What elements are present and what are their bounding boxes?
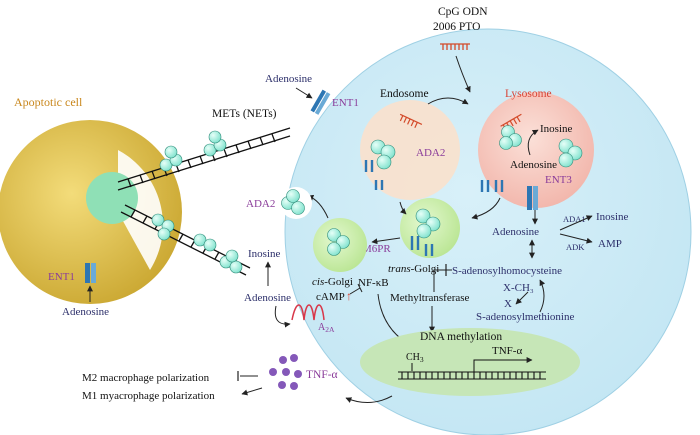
- arrow-sam-to-sah-cycle: [539, 279, 546, 313]
- mets-label: METs (NETs): [212, 108, 277, 120]
- arrow-trans-to-cis-golgi: [371, 237, 401, 245]
- ent1-transporter-top: [310, 89, 331, 115]
- arrow-xch3-to-x: [515, 291, 529, 305]
- ada1-label: ADA1: [563, 214, 586, 224]
- lysosome-ada2-cluster-right: [558, 138, 583, 168]
- adenosine-left-label: Adenosine: [62, 306, 109, 318]
- apoptotic-nucleus: [86, 172, 138, 224]
- a2a-label: A2A: [318, 322, 335, 334]
- m6pr-label: M6PR: [362, 243, 391, 255]
- arrow-endosome-to-trans-golgi: [399, 201, 407, 215]
- xch3-label: X-CH₃: [503, 282, 534, 294]
- adenosine-top-label: Adenosine: [265, 73, 312, 85]
- inhibit-camp-nfkb: [349, 283, 363, 295]
- lysosome-ada2-cluster-left: [499, 125, 522, 150]
- nuclear-dna: [398, 371, 546, 380]
- arrow-adenosine-to-a2a: [274, 305, 291, 328]
- arrow-endosome-to-lysosome: [427, 97, 469, 105]
- apoptotic-cell-label: Apoptotic cell: [14, 95, 83, 109]
- trans-golgi-receptors: [410, 236, 434, 256]
- adk-label: ADK: [566, 242, 585, 252]
- trans-golgi-ada2-cluster: [415, 208, 441, 239]
- ada2-endosome-label: ADA2: [416, 147, 445, 159]
- ent1-top-label: ENT1: [332, 97, 359, 109]
- dna-methylation-label: DNA methylation: [420, 331, 502, 343]
- inosine-right-label: Inosine: [596, 211, 629, 223]
- endosome-cpg-icon: [399, 113, 423, 128]
- cis-golgi-label: cis-Golgi: [312, 276, 353, 288]
- inosine-lysosome-label: Inosine: [540, 123, 573, 135]
- arrow-nucleus-to-tnf: [345, 395, 393, 403]
- ent3-transporter: [527, 186, 538, 210]
- arrow-adenosine-to-inosine-right: [559, 215, 593, 231]
- arrow-adenosine-to-inosine-lysosome: [527, 129, 539, 156]
- arrow-lysosome-to-trans-golgi: [471, 197, 501, 220]
- cpg-odn-icon: [440, 43, 470, 50]
- arrow-adenosine-to-amp: [559, 233, 593, 244]
- inosine-left-label: Inosine: [248, 248, 281, 260]
- met-dna-strand-upper: [117, 127, 291, 191]
- arrow-to-m1: [241, 387, 263, 396]
- endosome-label: Endosome: [380, 88, 429, 100]
- x-label: X: [504, 298, 512, 310]
- endosome: [360, 100, 460, 200]
- camp-label: cAMP: [316, 291, 345, 303]
- amp-label: AMP: [598, 238, 622, 250]
- ch3-label: CH3: [406, 352, 424, 364]
- camp-up-arrow-icon: ↑: [346, 289, 352, 303]
- cpg-odn-label: CpG ODN: [438, 6, 488, 18]
- secreted-ada2-cluster: [281, 189, 305, 215]
- endosome-ada2-cluster: [370, 139, 396, 170]
- tnf-alpha-molecules: [269, 354, 302, 390]
- lysosome: [478, 92, 594, 208]
- ada2-left-label: ADA2: [246, 198, 275, 210]
- nfkb-label: NF-κB: [358, 277, 389, 289]
- sam-label: S-adenosylmethionine: [476, 311, 574, 323]
- lysosome-receptors: [480, 180, 504, 192]
- ent1-left-label: ENT1: [48, 271, 75, 283]
- adenosine-lysosome-label: Adenosine: [510, 159, 557, 171]
- ent3-label: ENT3: [545, 174, 572, 186]
- ent1-transporter-left: [85, 263, 96, 283]
- methyltransferase-label: Methyltransferase: [390, 292, 470, 304]
- ada-protein-clusters-on-mets: [151, 130, 243, 274]
- lysosome-label: Lysosome: [505, 88, 552, 100]
- m1-polarization-label: M1 myacrophage polarization: [82, 390, 215, 402]
- endosome-receptors: [364, 160, 384, 190]
- adenosine-right-label: Adenosine: [492, 226, 539, 238]
- cpg-pto-label: 2006 PTO: [433, 21, 480, 33]
- arrow-cpg-to-endosome: [455, 55, 471, 93]
- tnf-gene-label: TNF-α: [492, 345, 522, 357]
- cis-golgi-ada2-cluster: [327, 228, 350, 256]
- tnf-transcription-arrow: [473, 357, 533, 372]
- m2-polarization-label: M2 macrophage polarization: [82, 372, 210, 384]
- arrow-adenosine-to-ent1-top: [295, 87, 313, 99]
- a2a-receptor: [291, 304, 325, 321]
- adenosine-mid-label: Adenosine: [244, 292, 291, 304]
- tnf-out-label: TNF-α: [306, 369, 338, 381]
- sah-label: S-adenosylhomocysteine: [452, 265, 562, 277]
- trans-golgi-label: trans-Golgi: [388, 263, 439, 275]
